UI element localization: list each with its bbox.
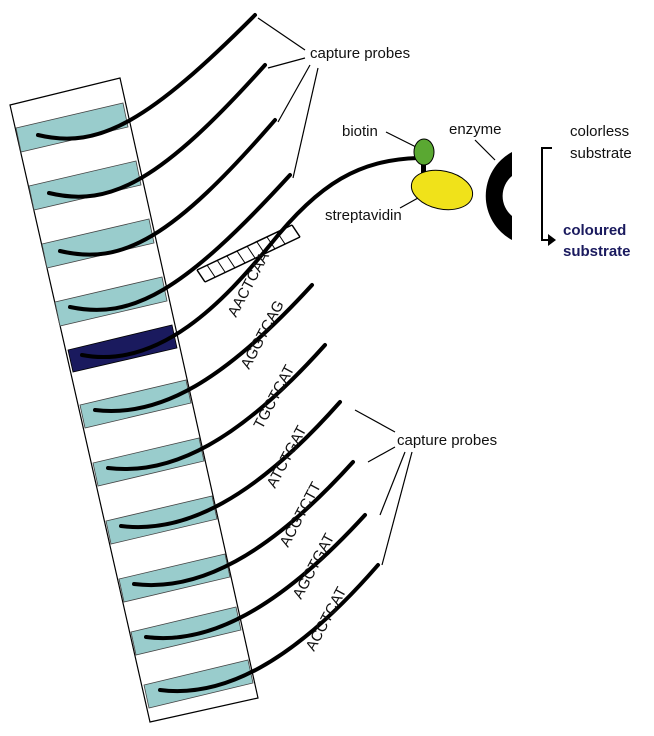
spot bbox=[118, 553, 231, 603]
sequence-label: ATCTGAT bbox=[264, 423, 311, 491]
spot bbox=[54, 276, 168, 327]
colorless-substrate-line2: substrate bbox=[570, 145, 632, 162]
arrow-head-icon bbox=[548, 234, 556, 246]
probes-bottom bbox=[93, 283, 380, 694]
capture-probes-label-top: capture probes bbox=[310, 45, 410, 62]
oval-biotin-icon bbox=[413, 138, 435, 166]
spot bbox=[79, 379, 192, 429]
probe-line bbox=[58, 118, 277, 257]
slide-strip bbox=[9, 77, 259, 723]
sequence-label: TGCTCAT bbox=[251, 362, 299, 432]
probe-line bbox=[144, 513, 367, 641]
spots bbox=[15, 102, 254, 709]
hybridized-spot bbox=[67, 324, 178, 373]
biotin-stem bbox=[421, 163, 426, 175]
probe-line bbox=[119, 400, 342, 529]
biotin-label: biotin bbox=[342, 123, 378, 140]
probe-line bbox=[36, 13, 257, 141]
probe-line bbox=[68, 173, 292, 312]
colorless-substrate-line1: colorless bbox=[570, 123, 629, 140]
probes-top bbox=[36, 13, 292, 312]
spot bbox=[143, 659, 254, 709]
ellipse-streptavidin-icon bbox=[410, 169, 474, 211]
streptavidin-label: streptavidin bbox=[325, 207, 402, 224]
probe-line bbox=[93, 283, 314, 413]
spot bbox=[105, 495, 218, 545]
spot bbox=[92, 437, 205, 487]
probe-line bbox=[132, 460, 355, 587]
spot bbox=[41, 218, 155, 269]
hybridized-probe bbox=[80, 156, 420, 359]
probe-line bbox=[47, 63, 267, 199]
reaction-bracket bbox=[541, 147, 552, 241]
probe-line bbox=[158, 563, 380, 694]
sequence-label: ACCTCAT bbox=[303, 584, 351, 654]
hybrid-ladder bbox=[196, 224, 301, 283]
spot bbox=[28, 160, 142, 211]
spot bbox=[15, 102, 129, 153]
probe-line bbox=[106, 343, 327, 471]
capture-probes-label-bottom: capture probes bbox=[397, 432, 497, 449]
c-shape-enzyme-icon bbox=[485, 152, 512, 240]
coloured-substrate-line2: substrate bbox=[563, 243, 631, 260]
spot bbox=[130, 606, 242, 656]
leaders-top bbox=[257, 17, 319, 179]
coloured-substrate-line1: coloured bbox=[563, 222, 626, 239]
enzyme-label: enzyme bbox=[449, 121, 502, 138]
leaders-bottom bbox=[354, 409, 413, 566]
